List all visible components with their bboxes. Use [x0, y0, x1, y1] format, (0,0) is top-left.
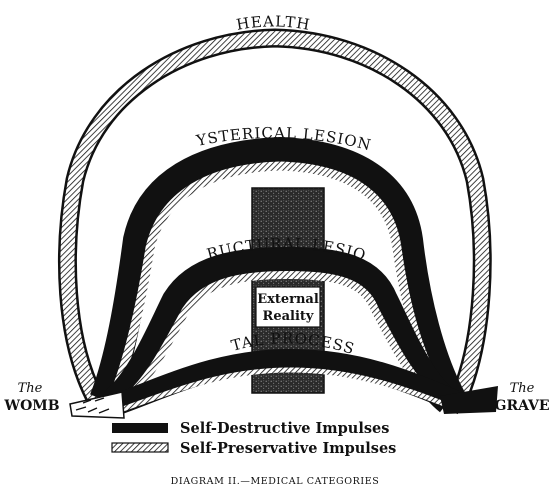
structural-lesions-arc — [103, 246, 457, 413]
health-label: HEALTH — [235, 12, 312, 34]
legend-preservative-swatch — [111, 442, 169, 453]
hysterical-lesions-arc — [89, 136, 466, 408]
legend-destructive-swatch — [112, 423, 168, 433]
fatal-processes-arc — [114, 348, 467, 415]
legend: Self-Destructive Impulses Self-Preservat… — [111, 420, 396, 457]
external-reality-line2: Reality — [263, 309, 314, 324]
external-reality-box: External Reality — [255, 286, 321, 328]
external-reality-line1: External — [257, 292, 319, 307]
grave-label-line2: GRAVE — [495, 398, 550, 414]
health-arc — [57, 28, 492, 405]
grave-label: The GRAVE — [495, 381, 550, 414]
grave-bundle — [440, 386, 498, 414]
diagram-caption: DIAGRAM II.—MEDICAL CATEGORIES — [171, 476, 380, 487]
legend-destructive-label: Self-Destructive Impulses — [180, 420, 389, 437]
womb-label-line2: WOMB — [3, 398, 59, 414]
womb-bundle — [69, 391, 125, 419]
womb-label-line1: The — [18, 381, 43, 396]
womb-label: The WOMB — [3, 381, 59, 414]
grave-label-line1: The — [510, 381, 535, 396]
legend-preservative-label: Self-Preservative Impulses — [180, 440, 396, 457]
